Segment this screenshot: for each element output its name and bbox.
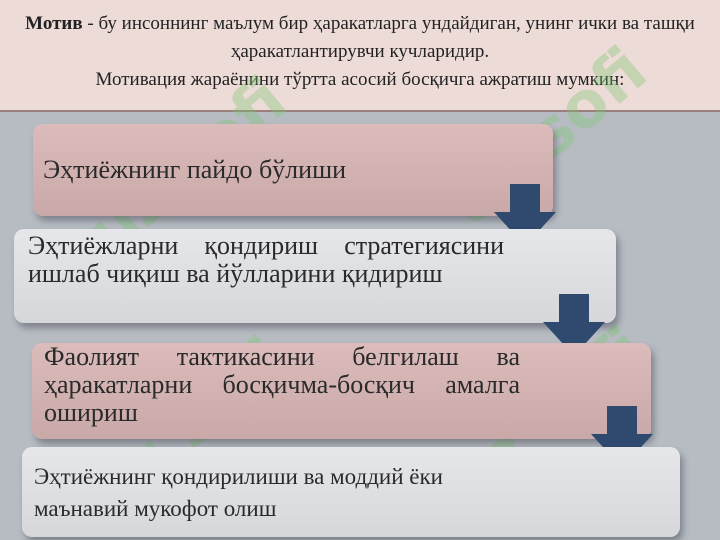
step-3-label: Фаолият тактикасини белгилаш ва ҳаракатл… [44, 342, 520, 427]
step-2-label: Эҳтиёжларни қондириш стратегиясини ишлаб… [28, 231, 504, 288]
header-subline: Мотивация жараёнини тўртта асосий босқич… [95, 69, 625, 90]
down-arrow-icon [494, 184, 556, 246]
step-4-box: Эҳтиёжнинг қондирилиши ва моддий ёки маъ… [22, 447, 680, 537]
step-2-box: Эҳтиёжларни қондириш стратегиясини ишлаб… [14, 229, 616, 323]
step-4-label: Эҳтиёжнинг қондирилиши ва моддий ёки маъ… [34, 464, 443, 521]
down-arrow-icon [591, 406, 653, 468]
step-1-box: Эҳтиёжнинг пайдо бўлиши [33, 124, 553, 216]
down-arrow-icon [543, 294, 605, 356]
header-term: Мотив [25, 13, 83, 34]
step-3-box: Фаолият тактикасини белгилаш ва ҳаракатл… [32, 343, 651, 439]
header-definition: - бу инсоннинг маълум бир ҳаракатларга у… [82, 13, 695, 62]
header-panel: Мотив - бу инсоннинг маълум бир ҳаракатл… [0, 0, 720, 112]
step-1-label: Эҳтиёжнинг пайдо бўлиши [43, 155, 346, 184]
